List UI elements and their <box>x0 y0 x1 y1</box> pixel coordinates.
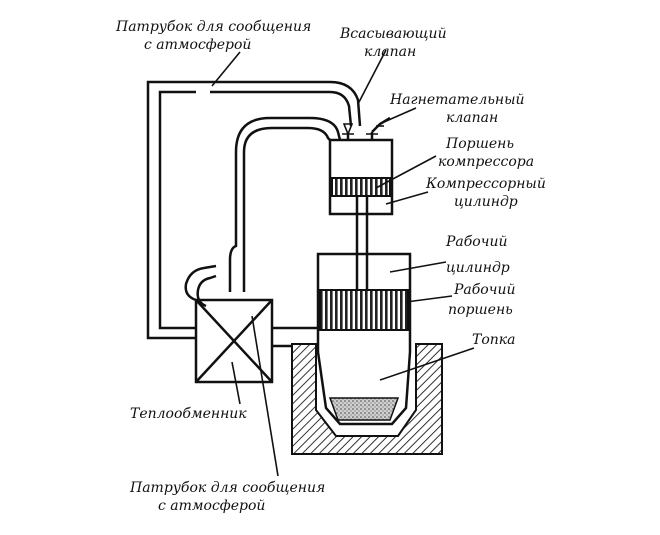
heat-exchanger-pipe <box>184 116 342 308</box>
label-discharge-valve-2: клапан <box>446 110 498 126</box>
compressor-piston <box>331 177 391 197</box>
suction-valve <box>342 123 354 137</box>
label-atm-pipe-top-1: Патрубок для сообщения <box>115 19 311 35</box>
label-firebox: Топка <box>472 332 516 348</box>
working-cylinder <box>316 252 412 426</box>
atmosphere-pipe-top <box>146 80 362 340</box>
label-atm-pipe-top-2: с атмосферой <box>144 37 251 53</box>
label-compressor-cylinder-2: цилиндр <box>454 194 518 210</box>
label-suction-valve-2: клапан <box>364 44 416 60</box>
firebox <box>291 343 443 455</box>
compressor-cylinder <box>328 132 394 216</box>
label-working-cylinder-2: цилиндр <box>446 260 510 276</box>
connecting-rod <box>355 196 369 290</box>
label-atm-pipe-bottom-2: с атмосферой <box>158 498 265 514</box>
label-heat-exchanger: Теплообменник <box>130 406 247 422</box>
label-compressor-piston-2: компрессора <box>438 154 534 170</box>
label-compressor-cylinder-1: Компрессорный <box>425 176 546 192</box>
working-piston <box>319 289 409 331</box>
label-compressor-piston-1: Поршень <box>445 136 514 152</box>
heat-exchanger <box>194 298 318 384</box>
label-suction-valve-1: Всасывающий <box>339 26 447 42</box>
label-working-piston-2: поршень <box>448 302 513 318</box>
label-discharge-valve-1: Нагнетательный <box>389 92 525 108</box>
label-atm-pipe-bottom-1: Патрубок для сообщения <box>129 480 325 496</box>
label-working-piston-1: Рабочий <box>453 282 515 298</box>
leader-lines <box>211 49 475 477</box>
label-working-cylinder-1: Рабочий <box>445 234 507 250</box>
